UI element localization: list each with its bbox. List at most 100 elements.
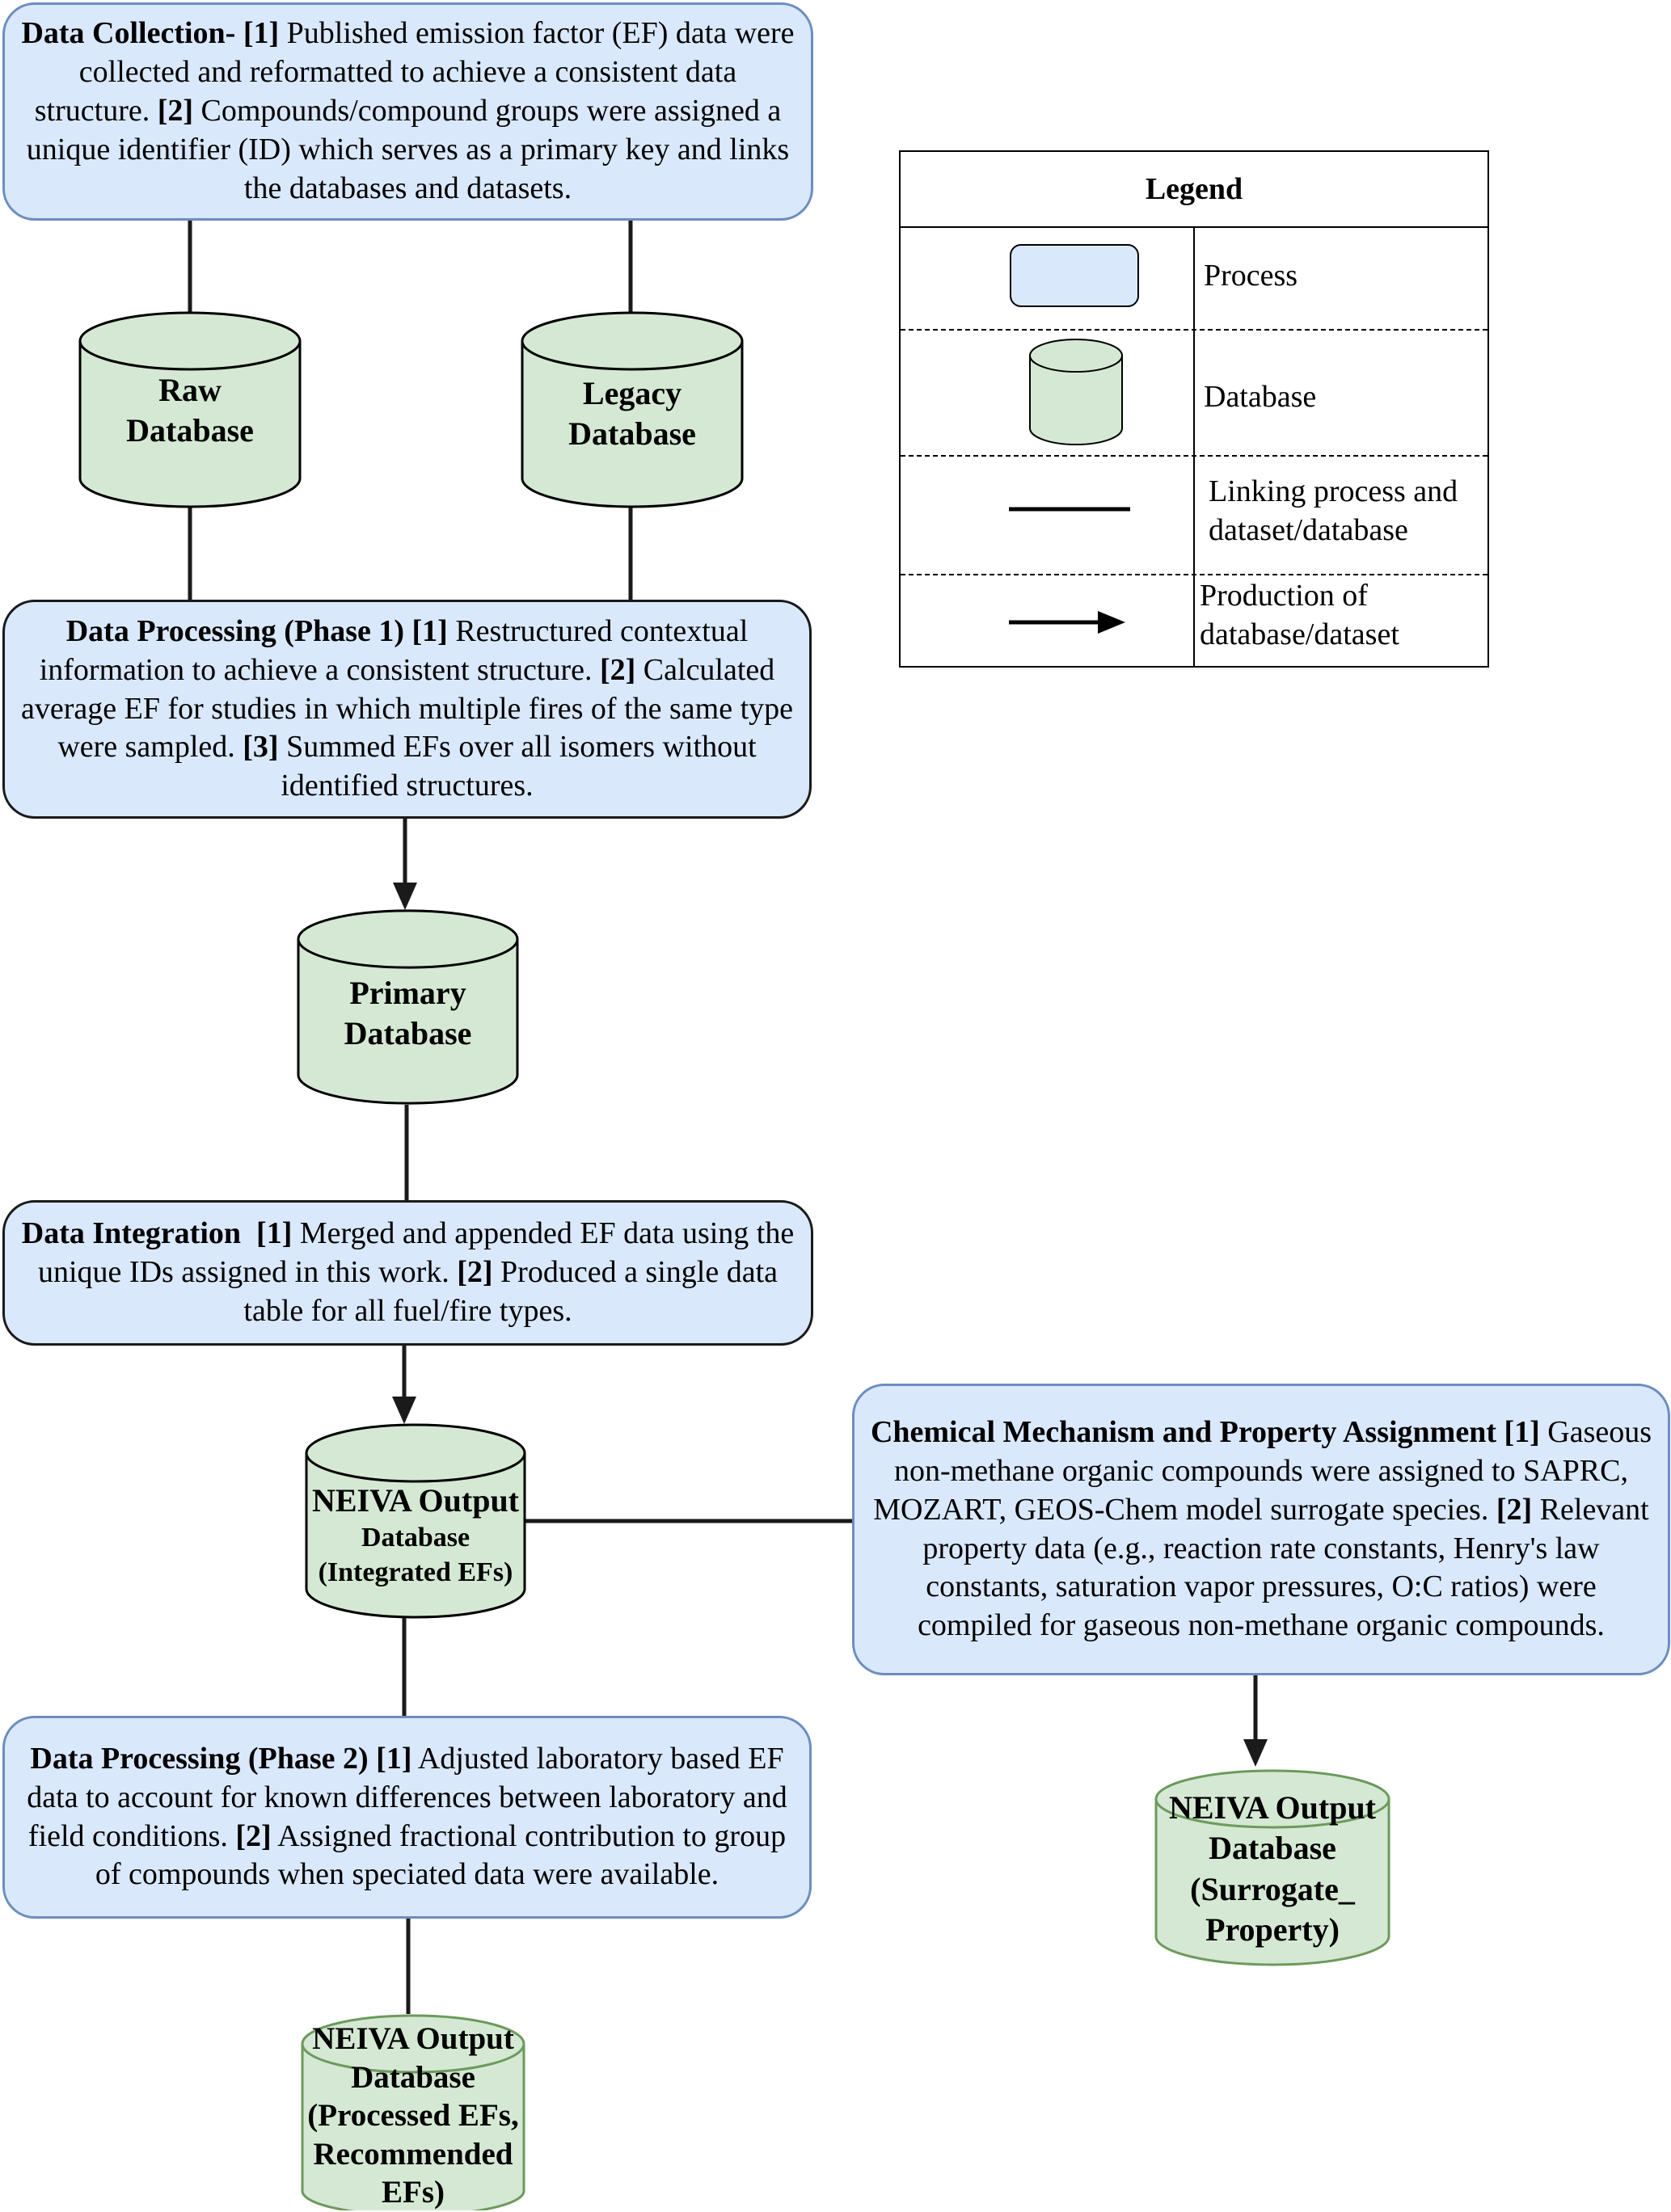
database-label-line: Database <box>1209 1830 1336 1867</box>
step-number-2: [2] <box>235 1818 272 1853</box>
text-spacer <box>241 1216 256 1250</box>
step-number-2: [2] <box>457 1255 493 1290</box>
legend-box: Legend Process Database Linking process … <box>899 150 1489 668</box>
process-chemical-mechanism-heading: Chemical Mechanism and Property Assignme… <box>870 1414 1496 1449</box>
database-label-line: (Processed EFs, <box>307 2098 519 2134</box>
database-legacy: Legacy Database <box>520 310 745 509</box>
cylinder-shape <box>297 909 519 1105</box>
process-data-processing-phase-2-text: Data Processing (Phase 2) [1] Adjusted l… <box>19 1740 795 1895</box>
database-raw-label: Raw Database <box>78 370 302 452</box>
arrow-processing1-primary-head <box>393 883 417 910</box>
database-label-line: NEIVA Output <box>311 1482 520 1519</box>
database-neiva-surrogate-label: NEIVA Output Database (Surrogate_ Proper… <box>1154 1788 1391 1951</box>
legend-production-arrow-swatch <box>1009 611 1125 634</box>
cylinder-shape <box>1154 1769 1390 1966</box>
cylinder-shape <box>305 1423 526 1619</box>
legend-process-swatch <box>1010 244 1139 307</box>
legend-row-divider <box>901 329 1487 331</box>
legend-process-label: Process <box>1204 259 1298 293</box>
cylinder-shape <box>301 2014 525 2210</box>
database-label-line: NEIVA Output <box>312 2021 514 2056</box>
database-label-line: NEIVA Output <box>1168 1789 1377 1826</box>
cylinder-shape <box>521 311 744 508</box>
database-neiva-processed-label: NEIVA Output Database (Processed EFs, Re… <box>300 2020 526 2212</box>
legend-production-label: Production of database/dataset <box>1200 577 1399 655</box>
process-data-integration-text: Data Integration [1] Merged and appended… <box>19 1215 796 1331</box>
process-data-processing-phase-1: Data Processing (Phase 1) [1] Restructur… <box>2 600 812 819</box>
database-label-line: Raw <box>158 372 222 408</box>
database-label-line: Database <box>361 1523 470 1553</box>
process-data-integration-heading: Data Integration <box>21 1216 242 1251</box>
step-number-1: [1] <box>376 1741 412 1776</box>
step-number-1: [1] <box>243 16 280 51</box>
step-number-2: [2] <box>1496 1492 1533 1527</box>
database-raw: Raw Database <box>78 310 302 509</box>
arrow-chemical-surrogate-head <box>1243 1739 1268 1767</box>
legend-row-divider <box>901 455 1487 457</box>
process-step-text: Summed EFs over all isomers without iden… <box>278 730 757 803</box>
database-label-line: Legacy <box>582 375 682 411</box>
legend-database-label: Database <box>1204 380 1317 414</box>
text-spacer <box>235 16 243 50</box>
step-number-2: [2] <box>599 652 636 687</box>
step-number-1: [1] <box>411 613 448 648</box>
process-step-text: Produced a single data table for all fue… <box>243 1255 778 1328</box>
process-step-text: Restructured contextual information to a… <box>39 613 749 687</box>
database-primary-label: Primary Database <box>296 973 520 1055</box>
database-label-line: Database <box>126 412 254 449</box>
text-spacer <box>404 614 412 648</box>
text-spacer <box>369 1742 377 1776</box>
step-number-1: [1] <box>256 1216 293 1251</box>
database-label-line: (Integrated EFs) <box>318 1557 513 1588</box>
legend-title: Legend <box>901 152 1487 228</box>
process-step-text: Assigned fractional contribution to grou… <box>95 1818 787 1892</box>
step-number-3: [3] <box>243 730 279 765</box>
process-data-integration: Data Integration [1] Merged and appended… <box>2 1200 813 1346</box>
process-chemical-mechanism-assignment: Chemical Mechanism and Property Assignme… <box>852 1384 1670 1675</box>
process-step-text: Calculated average EF for studies in whi… <box>20 652 793 765</box>
database-label-line: Primary <box>349 975 466 1011</box>
process-data-processing-phase-1-text: Data Processing (Phase 1) [1] Restructur… <box>19 613 795 806</box>
database-neiva-processed-recommended: NEIVA Output Database (Processed EFs, Re… <box>300 2013 526 2210</box>
process-data-processing-phase-1-heading: Data Processing (Phase 1) <box>65 613 405 648</box>
legend-production-label-line: Production of <box>1200 579 1368 613</box>
database-legacy-label: Legacy Database <box>520 373 745 455</box>
process-data-processing-phase-2: Data Processing (Phase 2) [1] Adjusted l… <box>2 1716 812 1919</box>
legend-database-swatch <box>1029 339 1123 445</box>
cylinder-shape <box>78 311 302 508</box>
legend-production-label-line: database/dataset <box>1200 617 1399 651</box>
process-step-text: Adjusted laboratory based EF data to acc… <box>27 1741 787 1853</box>
process-chemical-mechanism-text: Chemical Mechanism and Property Assignme… <box>869 1414 1653 1645</box>
step-number-1: [1] <box>1504 1414 1540 1449</box>
process-data-collection-heading: Data Collection- <box>21 16 236 51</box>
database-label-line: Database <box>568 415 696 453</box>
legend-linking-label-line: dataset/database <box>1209 512 1408 547</box>
database-neiva-integrated-label: NEIVA Output Database (Integrated EFs) <box>304 1481 527 1591</box>
database-neiva-surrogate-property: NEIVA Output Database (Surrogate_ Proper… <box>1154 1768 1391 1967</box>
database-label-line: (Surrogate_ <box>1190 1870 1355 1907</box>
process-data-collection-text: Data Collection- [1] Published emission … <box>19 15 796 208</box>
legend-linking-line-swatch <box>1009 507 1130 512</box>
process-step-text: Compounds/compound groups were assigned … <box>26 94 790 205</box>
arrow-integration-integrated-head <box>392 1397 416 1424</box>
legend-linking-label: Linking process and dataset/database <box>1209 473 1458 550</box>
database-label-line: Database <box>344 1015 472 1052</box>
database-label-line: Database <box>351 2059 475 2095</box>
step-number-2: [2] <box>157 94 194 129</box>
database-primary: Primary Database <box>296 908 520 1106</box>
legend-linking-label-line: Linking process and <box>1209 474 1458 508</box>
database-label-line: Recommended <box>313 2136 513 2172</box>
process-step-text: Merged and appended EF data using the un… <box>38 1216 795 1290</box>
process-data-processing-phase-2-heading: Data Processing (Phase 2) <box>30 1741 369 1776</box>
process-data-collection: Data Collection- [1] Published emission … <box>2 2 813 221</box>
process-step-text: Published emission factor (EF) data were… <box>34 16 795 129</box>
database-label-line: Property) <box>1205 1911 1340 1949</box>
process-step-text: Relevant property data (e.g., reaction r… <box>918 1492 1649 1643</box>
legend-column-divider <box>1193 226 1195 666</box>
database-label-line: EFs) <box>382 2175 445 2210</box>
legend-row-divider <box>901 574 1487 575</box>
database-neiva-integrated: NEIVA Output Database (Integrated EFs) <box>304 1422 527 1620</box>
process-step-text: Gaseous non-methane organic compounds we… <box>873 1414 1652 1527</box>
